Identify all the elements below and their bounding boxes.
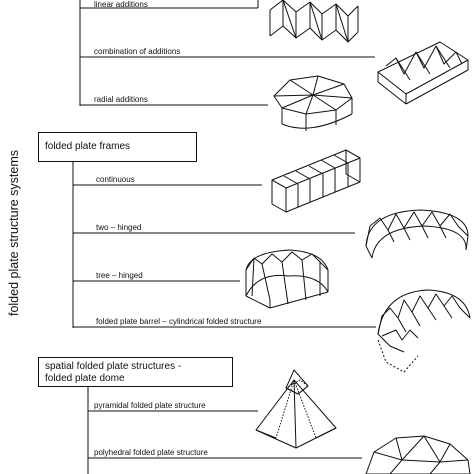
label-pyramidal: pyramidal folded plate structure (94, 401, 206, 410)
section-title-spatial-line1: spatial folded plate structures - (45, 361, 182, 372)
section-title-spatial-line2: folded plate dome (45, 373, 125, 384)
folded-plate-barrel-sketch (377, 289, 471, 373)
combination-additions-sketch (377, 41, 469, 105)
label-polyhedral: polyhedral folded plate structure (94, 448, 208, 457)
spatial-group-connectors (87, 384, 362, 474)
side-title-text: folded plate structure systems (7, 149, 21, 316)
polyhedral-sketch (365, 435, 471, 474)
section-box-frames: folded plate frames (38, 132, 197, 162)
label-radial-additions: radial additions (94, 95, 148, 104)
side-title: folded plate structure systems (5, 120, 23, 345)
label-tree-hinged: tree – hinged (96, 271, 143, 280)
label-linear-additions: linear additions (94, 0, 148, 9)
two-hinged-frame-sketch (365, 209, 469, 259)
section-box-spatial: spatial folded plate structures - folded… (38, 357, 233, 387)
tree-hinged-frame-sketch (245, 249, 329, 309)
radial-additions-sketch (273, 75, 353, 131)
frames-group-connectors (72, 160, 376, 328)
linear-additions-sketch (269, 0, 359, 43)
top-group-connectors (79, 0, 375, 106)
section-title-frames: folded plate frames (45, 141, 131, 152)
label-continuous: continuous (96, 175, 135, 184)
continuous-frame-sketch (271, 149, 361, 213)
label-combination-additions: combination of additions (94, 47, 181, 56)
label-folded-plate-barrel: folded plate barrel – cylindrical folded… (96, 317, 262, 326)
pyramidal-sketch (255, 369, 337, 449)
label-two-hinged: two – hinged (96, 223, 142, 232)
